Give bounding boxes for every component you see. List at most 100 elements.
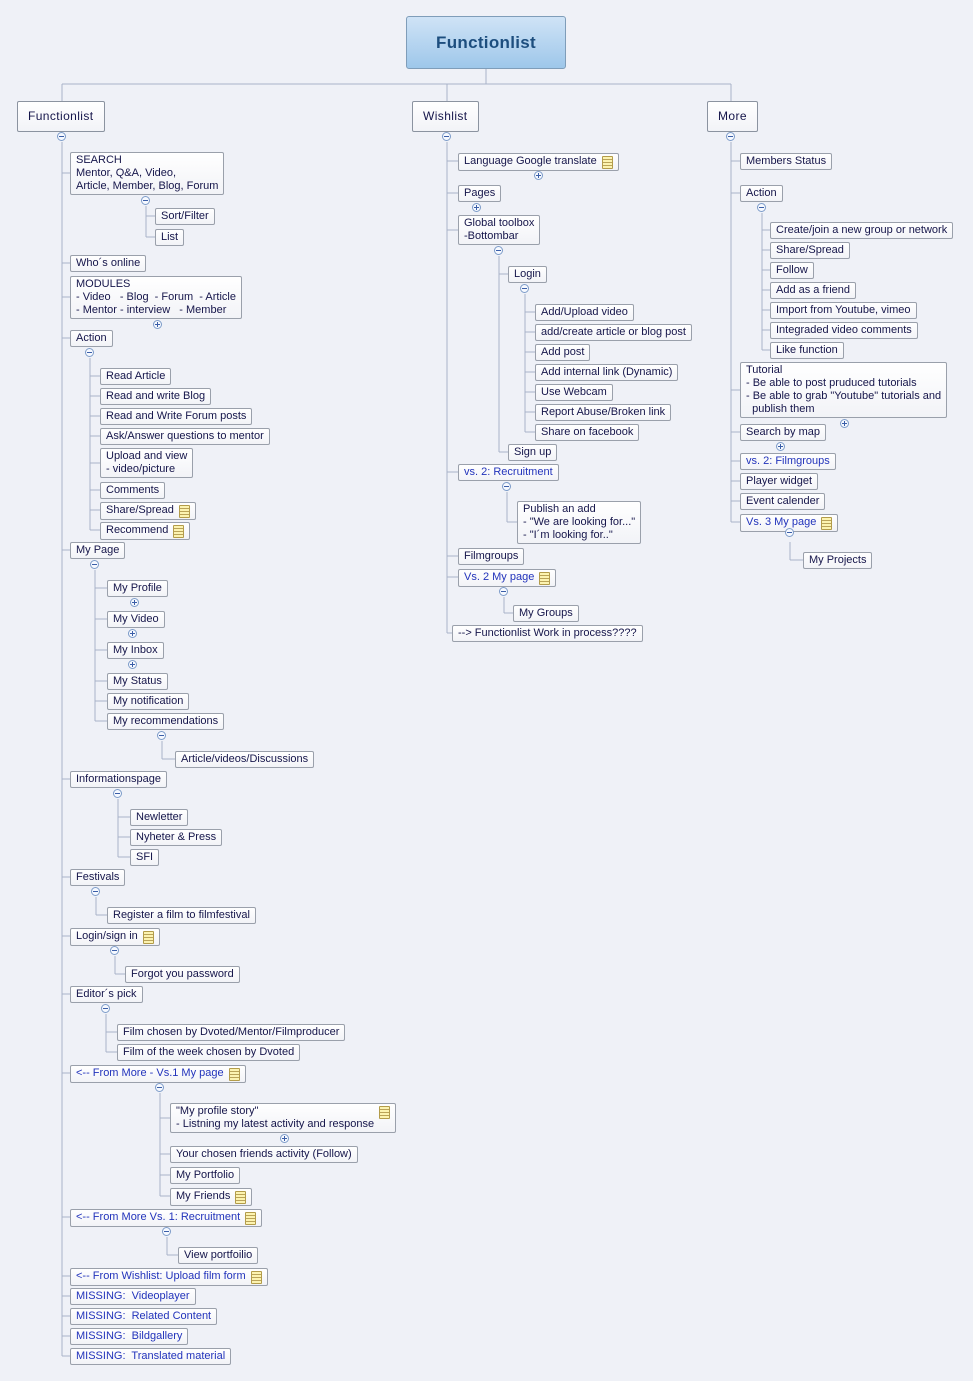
node-vs2-my-page[interactable]: Vs. 2 My page [458,569,557,587]
node-more-share-spread[interactable]: Share/Spread [770,242,850,259]
node-informationspage[interactable]: Informationspage [70,771,167,788]
toggle-modules[interactable] [153,320,162,329]
node-my-status[interactable]: My Status [107,673,168,690]
node-add-create-article-or-blog-post[interactable]: add/create article or blog post [535,324,692,341]
node-search-by-map[interactable]: Search by map [740,424,826,441]
node-follow[interactable]: Follow [770,262,814,279]
note-icon[interactable] [245,1212,257,1225]
toggle-my-page[interactable] [90,560,99,569]
toggle-action[interactable] [85,348,94,357]
toggle-informationspage[interactable] [113,789,122,798]
node-register-film-to-filmfestival[interactable]: Register a film to filmfestival [107,907,256,924]
node-editors-pick[interactable]: Editor´s pick [70,986,143,1003]
toggle-from-more-vs1-my-page[interactable] [155,1083,164,1092]
toggle-my-profile[interactable] [130,598,139,607]
node-my-profile[interactable]: My Profile [107,580,168,597]
node-missing-translated-material[interactable]: MISSING: Translated material [70,1348,232,1365]
node-functionlist-root[interactable]: Functionlist [17,101,105,132]
node-tutorial[interactable]: Tutorial - Be able to post pruduced tuto… [740,362,948,418]
toggle-my-profile-story[interactable] [280,1134,289,1143]
node-share-spread[interactable]: Share/Spread [100,502,196,520]
node-add-upload-video[interactable]: Add/Upload video [535,304,634,321]
note-icon[interactable] [235,1191,247,1204]
toggle-global-toolbox[interactable] [494,246,503,255]
note-icon[interactable] [142,931,154,944]
node-list[interactable]: List [155,229,185,246]
node-language-google-translate[interactable]: Language Google translate [458,153,619,171]
node-vs2-filmgroups[interactable]: vs. 2: Filmgroups [740,453,836,470]
node-action[interactable]: Action [70,330,113,347]
node-recommend[interactable]: Recommend [100,522,191,540]
node-use-webcam[interactable]: Use Webcam [535,384,613,401]
toggle-login-sign-in[interactable] [110,946,119,955]
toggle-vs2-recruitment[interactable] [502,482,511,491]
node-event-calender[interactable]: Event calender [740,493,826,510]
node-player-widget[interactable]: Player widget [740,473,819,490]
toggle-vs3-my-page[interactable] [785,528,794,537]
node-functionlist-work-in-process[interactable]: --> Functionlist Work in process???? [452,625,643,642]
node-article-videos-discussions[interactable]: Article/videos/Discussions [175,751,315,768]
node-my-groups[interactable]: My Groups [513,605,579,622]
node-add-post[interactable]: Add post [535,344,591,361]
node-my-video[interactable]: My Video [107,611,165,628]
toggle-tutorial[interactable] [840,419,849,428]
node-comments[interactable]: Comments [100,482,166,499]
node-add-internal-link-dynamic[interactable]: Add internal link (Dynamic) [535,364,679,381]
node-my-portfolio[interactable]: My Portfolio [170,1167,241,1184]
node-festivals[interactable]: Festivals [70,869,126,886]
node-from-more-vs1-my-page[interactable]: <-- From More - Vs.1 My page [70,1065,246,1083]
node-my-profile-story[interactable]: "My profile story" - Listning my latest … [170,1103,397,1133]
toggle-vs2-my-page[interactable] [499,587,508,596]
toggle-functionlist-root[interactable] [57,132,66,141]
node-vs3-my-page[interactable]: Vs. 3 My page [740,514,839,532]
node-my-friends[interactable]: My Friends [170,1188,253,1206]
node-nyheter-press[interactable]: Nyheter & Press [130,829,223,846]
node-sign-up[interactable]: Sign up [508,444,558,461]
node-wishlist-root[interactable]: Wishlist [412,101,479,132]
node-my-notification[interactable]: My notification [107,693,190,710]
node-report-abuse-broken-link[interactable]: Report Abuse/Broken link [535,404,672,421]
node-create-join-group-or-network[interactable]: Create/join a new group or network [770,222,954,239]
note-icon[interactable] [228,1068,240,1081]
node-more-action[interactable]: Action [740,185,783,202]
node-share-on-facebook[interactable]: Share on facebook [535,424,640,441]
node-read-article[interactable]: Read Article [100,368,172,385]
toggle-my-video[interactable] [128,629,137,638]
toggle-my-recommendations[interactable] [157,731,166,740]
node-my-page[interactable]: My Page [70,542,126,559]
node-whos-online[interactable]: Who´s online [70,255,147,272]
node-members-status[interactable]: Members Status [740,153,833,170]
toggle-search[interactable] [141,196,150,205]
toggle-festivals[interactable] [91,887,100,896]
toggle-more-root[interactable] [726,132,735,141]
node-missing-videoplayer[interactable]: MISSING: Videoplayer [70,1288,196,1305]
note-icon[interactable] [379,1106,391,1119]
note-icon[interactable] [173,525,185,538]
toggle-search-by-map[interactable] [776,442,785,451]
node-film-chosen-by-dvoted[interactable]: Film chosen by Dvoted/Mentor/Filmproduce… [117,1024,346,1041]
node-your-chosen-friends-activity[interactable]: Your chosen friends activity (Follow) [170,1146,358,1163]
node-ask-answer-questions-to-mentor[interactable]: Ask/Answer questions to mentor [100,428,270,445]
node-pages[interactable]: Pages [458,185,502,202]
node-my-projects[interactable]: My Projects [803,552,873,569]
node-like-function[interactable]: Like function [770,342,844,359]
node-read-and-write-blog[interactable]: Read and write Blog [100,388,212,405]
node-global-toolbox[interactable]: Global toolbox -Bottombar [458,215,541,245]
node-view-portfoilio[interactable]: View portfoilio [178,1247,259,1264]
node-upload-and-view[interactable]: Upload and view - video/picture [100,448,194,478]
toggle-from-more-vs1-recruitment[interactable] [162,1227,171,1236]
note-icon[interactable] [601,156,613,169]
node-newletter[interactable]: Newletter [130,809,189,826]
toggle-pages[interactable] [472,203,481,212]
node-from-wishlist-upload-film-form[interactable]: <-- From Wishlist: Upload film form [70,1268,268,1286]
node-more-root[interactable]: More [707,101,758,132]
node-forgot-you-password[interactable]: Forgot you password [125,966,240,983]
toggle-my-inbox[interactable] [128,660,137,669]
node-add-as-a-friend[interactable]: Add as a friend [770,282,856,299]
node-read-and-write-forum-posts[interactable]: Read and Write Forum posts [100,408,253,425]
node-search[interactable]: SEARCH Mentor, Q&A, Video, Article, Memb… [70,152,225,195]
node-my-inbox[interactable]: My Inbox [107,642,164,659]
note-icon[interactable] [178,505,190,518]
note-icon[interactable] [821,517,833,530]
node-integraded-video-comments[interactable]: Integraded video comments [770,322,918,339]
